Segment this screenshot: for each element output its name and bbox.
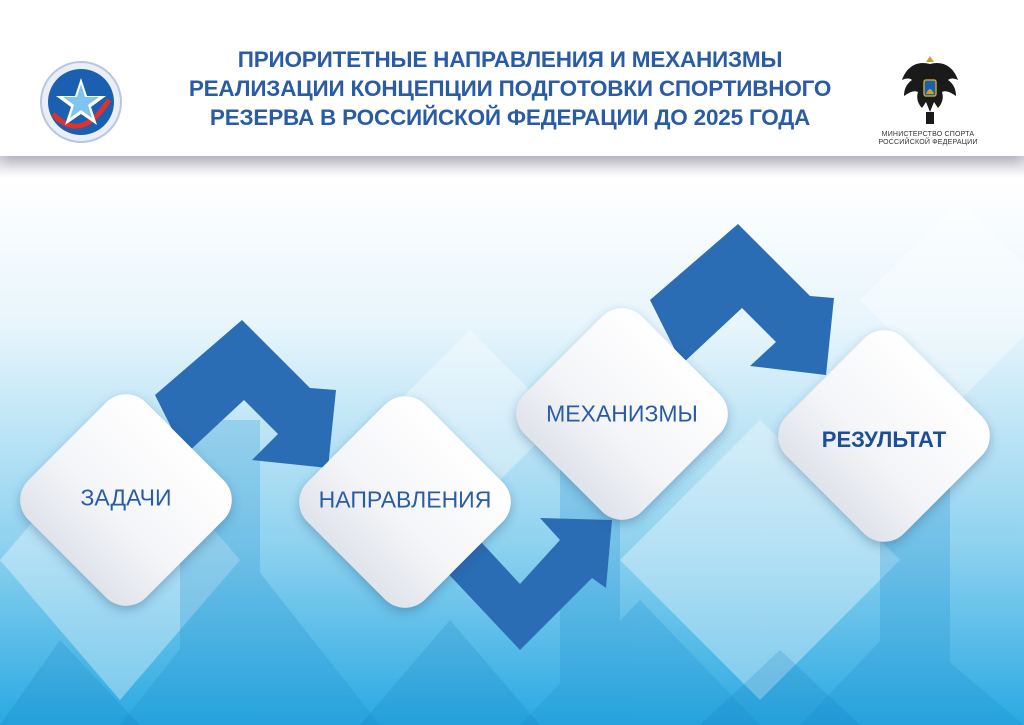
step-label-result: РЕЗУЛЬТАТ (821, 427, 947, 452)
title-line-3: РЕЗЕРВА В РОССИЙСКОЙ ФЕДЕРАЦИИ ДО 2025 Г… (209, 105, 811, 130)
step-diamond-4 (778, 330, 990, 542)
step-diamond-2 (299, 396, 511, 608)
step-label-directions: НАПРАВЛЕНИЯ (318, 486, 492, 513)
title-line-1: ПРИОРИТЕТНЫЕ НАПРАВЛЕНИЯ И МЕХАНИЗМЫ (237, 47, 783, 72)
title-line-2: РЕАЛИЗАЦИИ КОНЦЕПЦИИ ПОДГОТОВКИ СПОРТИВН… (188, 76, 832, 101)
header-band (0, 44, 1024, 156)
star-emblem-icon (40, 61, 122, 143)
double-headed-eagle-icon (902, 56, 958, 124)
page-title: ПРИОРИТЕТНЫЕ НАПРАВЛЕНИЯ И МЕХАНИЗМЫ РЕА… (150, 45, 870, 132)
arrow-3 (650, 224, 834, 375)
arrow-1 (155, 320, 336, 468)
arrow-2 (440, 518, 612, 650)
step-label-tasks: ЗАДАЧИ (80, 484, 172, 511)
ministry-caption: МИНИСТЕРСТВО СПОРТА РОССИЙСКОЙ ФЕДЕРАЦИИ (868, 131, 988, 147)
ministry-line-2: РОССИЙСКОЙ ФЕДЕРАЦИИ (878, 139, 978, 146)
step-diamond-3 (516, 308, 728, 520)
step-label-mechanisms: МЕХАНИЗМЫ (546, 400, 698, 427)
ministry-line-1: МИНИСТЕРСТВО СПОРТА (881, 131, 975, 138)
header-shadow (0, 156, 1024, 178)
step-diamond-1 (20, 394, 232, 606)
